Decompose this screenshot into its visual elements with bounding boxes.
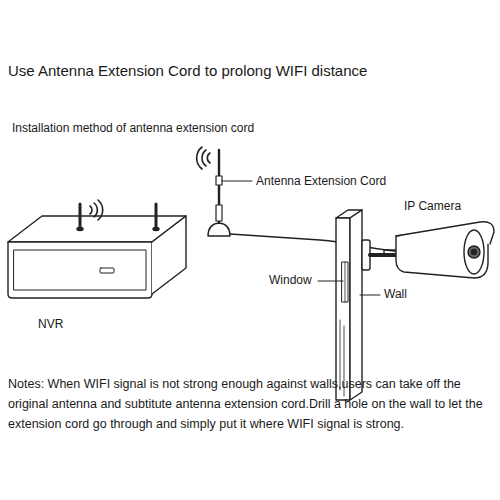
wall-section [336,210,362,400]
label-holder: IP Camera [404,199,461,213]
label-holder: Antenna Extension Cord [256,174,386,188]
part-name: IP Camera [404,199,461,213]
leader-lines [222,181,380,295]
label-holder: Notes: When WIFI signal is not strong en… [8,374,494,434]
ip-camera [362,222,494,278]
label-holder: Wall [384,287,407,301]
title-holder: Use Antenna Extension Cord to prolong WI… [8,62,367,79]
part-name: Window [269,273,312,287]
label-holder: Window [269,273,312,287]
note-text: Notes: When WIFI signal is not strong en… [8,374,494,434]
part-name: NVR [38,317,63,331]
page-title: Use Antenna Extension Cord to prolong WI… [8,62,367,79]
label-holder: Installation method of antenna extension… [12,121,254,135]
subtitle: Installation method of antenna extension… [12,121,254,135]
part-name: Antenna Extension Cord [256,174,386,188]
antenna-extension-cord [197,147,402,252]
part-name: Wall [384,287,407,301]
label-holder: NVR [38,317,63,331]
nvr-device [8,200,186,298]
